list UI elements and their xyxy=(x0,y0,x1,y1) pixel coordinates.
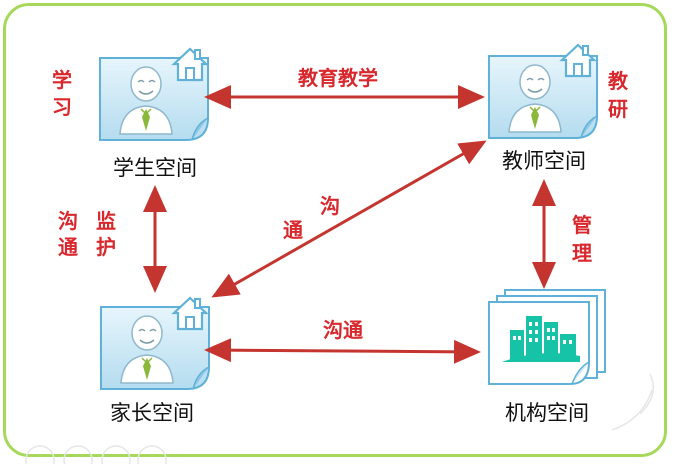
monitor-char-3: 监 xyxy=(96,209,116,233)
teacher-space-label: 教师空间 xyxy=(502,149,586,173)
research-char-1: 教 xyxy=(608,69,629,93)
monitor-char-2: 通 xyxy=(58,235,78,259)
diag-comm-char-1: 沟 xyxy=(320,194,340,218)
parent-node: 家长空间 xyxy=(100,296,210,425)
study-char-1: 学 xyxy=(52,68,72,92)
diagonal-comm-arrow xyxy=(211,140,487,298)
research-char-2: 研 xyxy=(608,97,628,121)
house-icon xyxy=(172,296,208,331)
house-icon xyxy=(172,47,208,82)
background-decoration xyxy=(25,373,655,464)
bottom-comm-arrow xyxy=(204,338,481,364)
student-space-label: 学生空间 xyxy=(113,156,197,180)
teacher-node: 教师空间 xyxy=(488,43,598,173)
monitor-char-4: 护 xyxy=(96,235,116,259)
building-icon xyxy=(488,289,606,385)
study-char-2: 习 xyxy=(52,95,72,119)
house-icon xyxy=(560,43,596,78)
teaching-label: 教育教学 xyxy=(298,66,378,90)
diag-comm-char-2: 通 xyxy=(283,218,303,242)
org-node: 机构空间 xyxy=(488,289,606,425)
manage-char-2: 理 xyxy=(572,241,592,265)
manage-char-1: 管 xyxy=(572,213,592,237)
monitor-char-1: 沟 xyxy=(58,209,78,233)
parent-space-label: 家长空间 xyxy=(110,401,194,425)
org-space-label: 机构空间 xyxy=(505,401,589,425)
bottom-comm-label: 沟通 xyxy=(323,318,363,342)
student-node: 学生空间 xyxy=(99,47,209,180)
